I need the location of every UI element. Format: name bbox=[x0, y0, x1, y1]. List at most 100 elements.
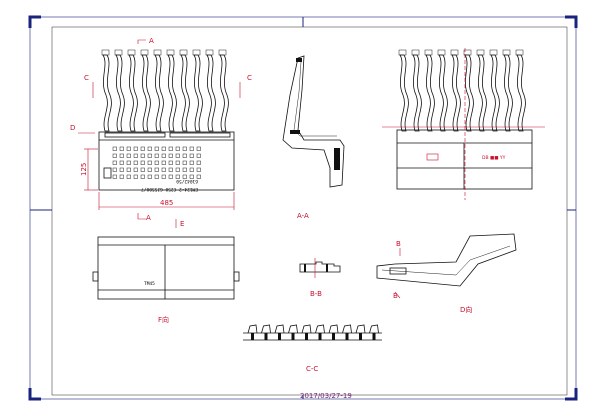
section-a-a-hatch-3 bbox=[296, 58, 302, 62]
contact-hole bbox=[140, 167, 145, 172]
contact-hole bbox=[196, 146, 201, 151]
finger-tip bbox=[450, 49, 459, 56]
contact-hole bbox=[182, 160, 187, 165]
contact-hole bbox=[168, 174, 173, 179]
dim-width: 485 bbox=[160, 199, 173, 207]
finger-tip bbox=[153, 49, 162, 56]
contact-hole bbox=[112, 153, 117, 158]
finger-tip bbox=[218, 49, 227, 56]
contact-hole bbox=[126, 153, 131, 158]
contact-hole bbox=[168, 160, 173, 165]
contact-hole bbox=[161, 174, 166, 179]
contact-finger bbox=[141, 54, 151, 132]
contact-finger bbox=[180, 54, 190, 132]
contact-hole bbox=[133, 167, 138, 172]
section-c-c-teeth bbox=[247, 324, 379, 340]
section-b-bottom: B bbox=[393, 292, 398, 300]
contact-fingers-left bbox=[101, 49, 229, 132]
section-a-bottom: A bbox=[146, 214, 151, 222]
housing-slot-right bbox=[169, 132, 231, 138]
contact-hole bbox=[175, 153, 180, 158]
contact-finger bbox=[516, 54, 526, 132]
tooth bbox=[261, 324, 271, 334]
view-f-latch-right bbox=[233, 271, 240, 282]
contact-hole bbox=[126, 174, 131, 179]
contact-hole bbox=[189, 174, 194, 179]
contact-hole bbox=[126, 146, 131, 151]
contact-finger bbox=[503, 54, 513, 132]
contact-hole bbox=[182, 153, 187, 158]
housing-slot-left bbox=[104, 132, 166, 138]
view-f-body bbox=[97, 236, 235, 300]
polarization-key bbox=[103, 167, 112, 179]
finger-tip bbox=[398, 49, 407, 56]
contact-hole bbox=[147, 153, 152, 158]
tooth bbox=[328, 324, 339, 334]
contact-hole bbox=[161, 153, 166, 158]
section-a-a-profile bbox=[282, 55, 345, 188]
section-a-a-inner bbox=[293, 61, 337, 137]
contact-hole bbox=[133, 146, 138, 151]
contact-hole bbox=[182, 167, 187, 172]
contact-hole bbox=[112, 146, 117, 151]
finger-tip bbox=[437, 49, 446, 56]
contact-finger bbox=[425, 54, 435, 132]
tooth-pin bbox=[318, 333, 322, 340]
contact-hole bbox=[161, 146, 166, 151]
contact-hole bbox=[168, 153, 173, 158]
contact-finger bbox=[206, 54, 216, 132]
contact-hole bbox=[189, 167, 194, 172]
contact-hole bbox=[147, 160, 152, 165]
tooth-pin bbox=[345, 333, 349, 340]
part-code-2: 61042/50 bbox=[176, 178, 198, 184]
contact-hole bbox=[112, 160, 117, 165]
tooth bbox=[301, 324, 312, 334]
contact-hole bbox=[133, 153, 138, 158]
contact-finger bbox=[128, 54, 138, 132]
contact-hole bbox=[147, 167, 152, 172]
contact-hole bbox=[175, 167, 180, 172]
housing-body bbox=[98, 131, 235, 191]
tooth bbox=[274, 324, 285, 334]
view-a-a: A-A bbox=[297, 212, 309, 220]
section-b-b-pin-2 bbox=[326, 264, 328, 272]
finger-tip bbox=[515, 49, 524, 56]
contact-fingers-right bbox=[398, 49, 526, 132]
view-f: F向 bbox=[158, 315, 169, 324]
view-d-profile bbox=[376, 233, 517, 287]
tooth-pin bbox=[372, 333, 376, 340]
contact-finger bbox=[399, 54, 409, 132]
part-code-1: EM124-2 C250 GJ5500/7 bbox=[141, 186, 198, 192]
section-a-bottom-mark bbox=[137, 213, 146, 220]
contact-hole bbox=[119, 153, 124, 158]
contact-hole bbox=[196, 174, 201, 179]
section-a-a-hatch-2 bbox=[334, 148, 340, 170]
contact-hole bbox=[119, 167, 124, 172]
rear-housing-body bbox=[396, 129, 533, 190]
finger-tip bbox=[140, 49, 149, 56]
tooth-pin bbox=[251, 333, 254, 340]
contact-finger bbox=[477, 54, 487, 132]
finger-tip bbox=[205, 49, 214, 56]
contact-finger bbox=[193, 54, 203, 132]
tooth-pin bbox=[264, 333, 268, 340]
contact-hole bbox=[175, 160, 180, 165]
contact-hole bbox=[126, 160, 131, 165]
contact-hole bbox=[182, 146, 187, 151]
right-code: DB ■■ YY bbox=[482, 155, 506, 161]
bottom-mark: TM45 bbox=[144, 281, 155, 287]
contact-finger bbox=[451, 54, 461, 132]
tooth bbox=[315, 324, 325, 334]
rear-view: DB ■■ YY bbox=[382, 48, 545, 200]
contact-hole bbox=[154, 174, 159, 179]
contact-finger bbox=[102, 54, 112, 132]
finger-tip bbox=[502, 49, 511, 56]
contact-hole bbox=[196, 160, 201, 165]
tooth-pin bbox=[278, 333, 281, 340]
view-d-slot bbox=[389, 267, 407, 275]
view-c-c: C-C bbox=[306, 365, 318, 373]
contact-hole bbox=[140, 146, 145, 151]
section-b-b-pin-1 bbox=[304, 264, 306, 272]
footer-date: 2017/03/27-19 bbox=[300, 392, 352, 400]
